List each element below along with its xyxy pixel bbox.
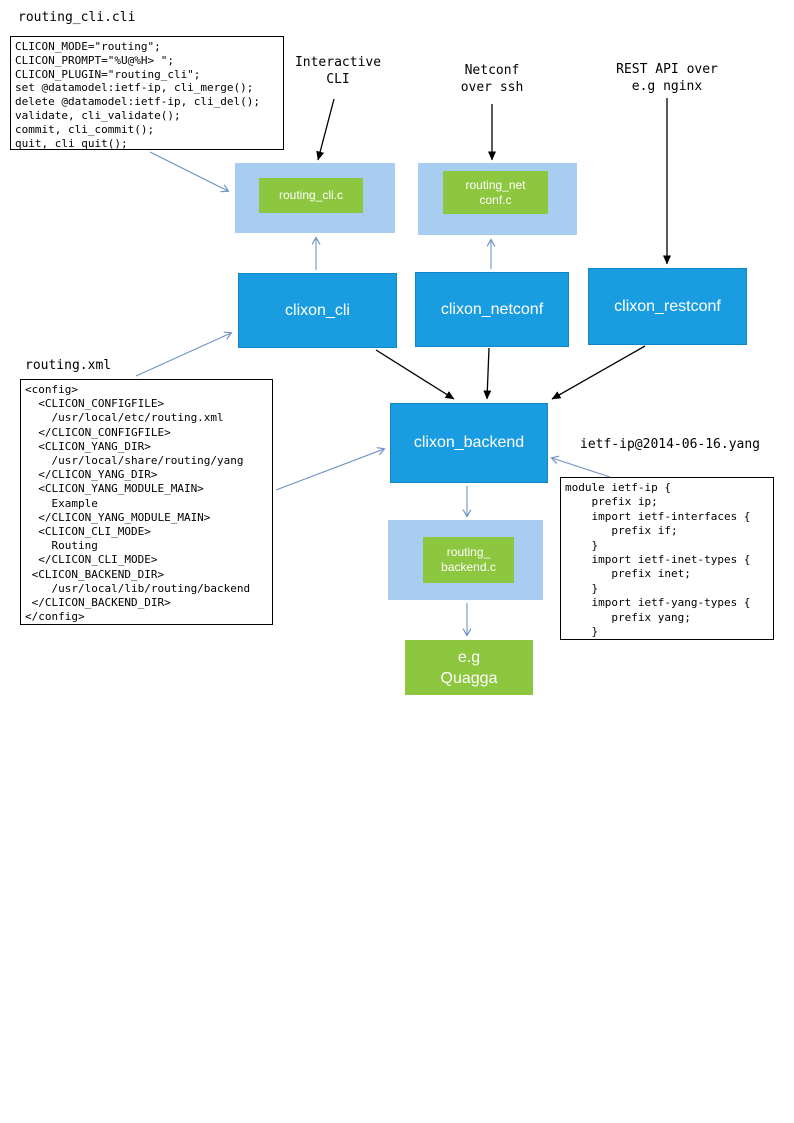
- netconf-over-ssh-label: Netconf over ssh: [460, 63, 524, 95]
- arrow-cli-file-to-panel: [149, 151, 228, 191]
- routing-netconf-c-node: routing_net conf.c: [443, 171, 548, 214]
- arrow-xml-to-clixon-cli: [135, 333, 231, 377]
- interactive-cli-label: Interactive CLI: [294, 55, 382, 87]
- routing-cli-c-node: routing_cli.c: [259, 178, 363, 213]
- arrow-interactive-cli-to-panel: [316, 98, 335, 161]
- arrow-xml-to-backend: [275, 449, 384, 491]
- clixon-restconf-node: clixon_restconf: [588, 268, 747, 345]
- cli-file-title: routing_cli.cli: [18, 10, 136, 25]
- cli-file-code: CLICON_MODE="routing"; CLICON_PROMPT="%U…: [10, 36, 284, 150]
- quagga-node: e.g Quagga: [405, 640, 533, 695]
- xml-file-code: <config> <CLICON_CONFIGFILE> /usr/local/…: [20, 379, 273, 625]
- arrow-netconf-to-backend: [483, 347, 492, 400]
- arrow-cli-to-backend: [375, 349, 455, 400]
- yang-file-code: module ietf-ip { prefix ip; import ietf-…: [560, 477, 774, 640]
- arrow-restconf-to-backend: [551, 345, 646, 400]
- clixon-backend-node: clixon_backend: [390, 403, 548, 483]
- xml-file-title: routing.xml: [25, 358, 112, 373]
- clixon-netconf-node: clixon_netconf: [415, 272, 569, 347]
- rest-api-label: REST API over e.g nginx: [616, 62, 718, 94]
- routing-backend-c-node: routing_ backend.c: [423, 537, 514, 583]
- yang-file-title: ietf-ip@2014-06-16.yang: [580, 437, 761, 452]
- clixon-cli-node: clixon_cli: [238, 273, 397, 348]
- arrow-yang-to-backend: [552, 458, 611, 478]
